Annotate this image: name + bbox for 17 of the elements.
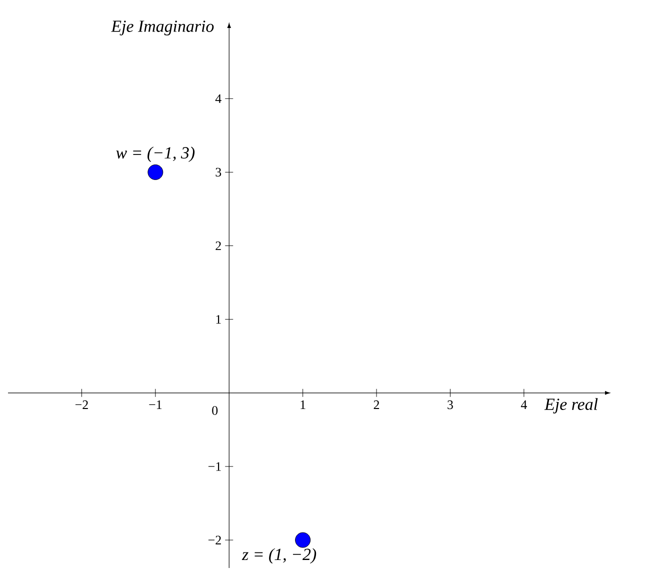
x-tick-label: −2 [75,400,88,409]
x-tick-label: 1 [300,400,306,409]
y-tick-label: −2 [208,536,221,544]
x-tick-label: 2 [374,400,380,409]
x-tick-label: 4 [520,400,527,409]
x-axis-title: Eje real [544,398,598,414]
y-tick-label: 4 [215,94,222,103]
y-axis-title: Eje Imaginario [110,20,214,36]
label: 0 [212,406,218,415]
y-tick-label: 2 [216,241,221,250]
y-tick-label: −1 [208,462,221,471]
annotation: w = (−1, 3) [116,146,195,162]
y-tick-label: 3 [216,168,222,177]
annotation: z = (1, −2) [242,548,316,564]
x-tick-label: 3 [448,400,453,410]
x-tick-label: −1 [149,400,162,409]
y-tick-label: 1 [216,315,221,324]
